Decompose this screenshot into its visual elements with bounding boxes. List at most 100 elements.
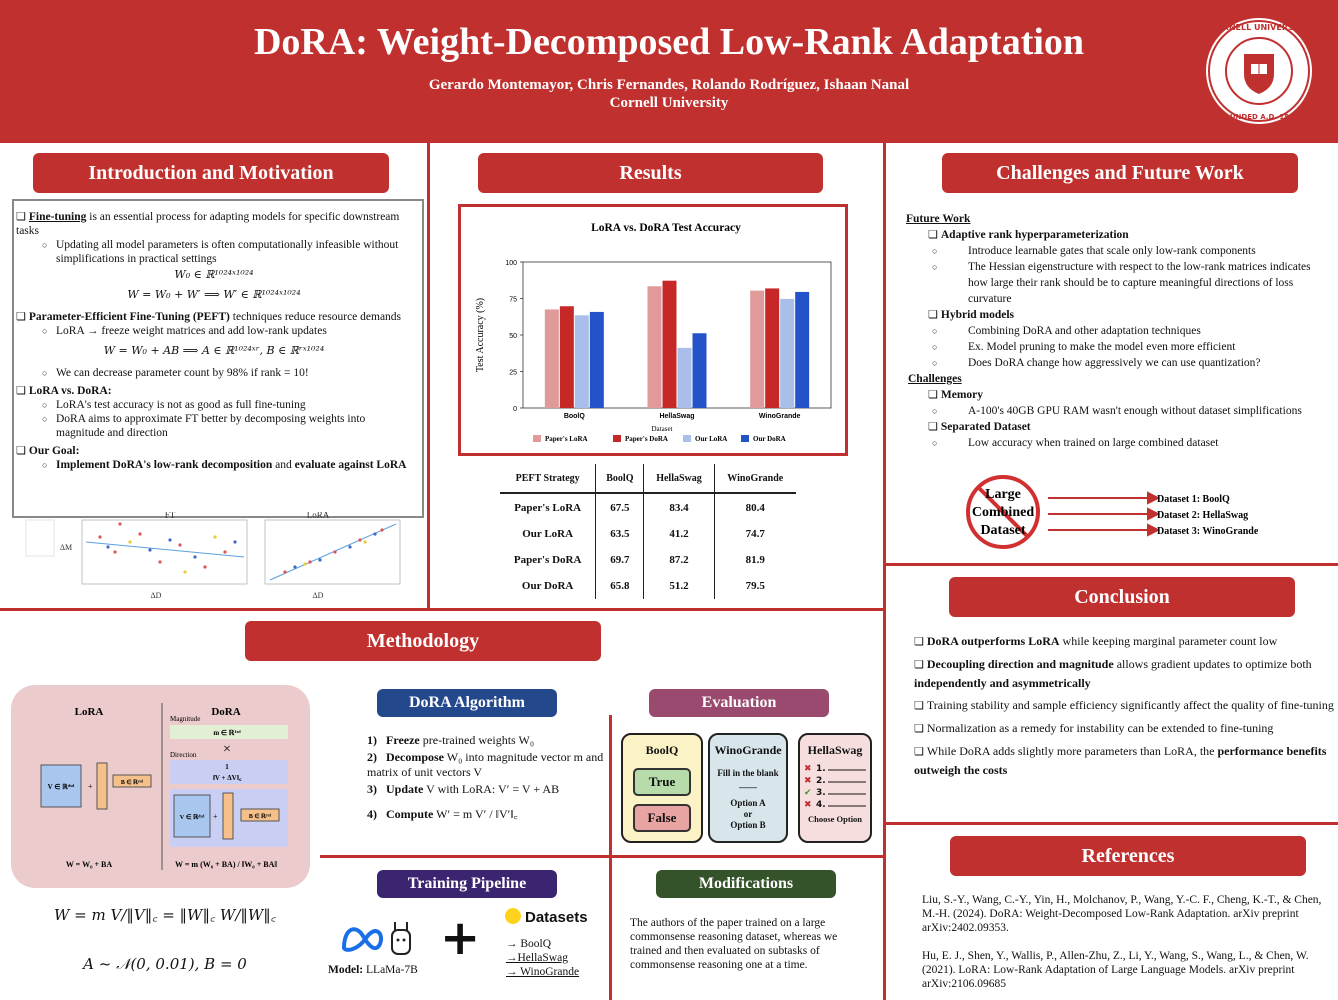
svg-text:1.: 1.: [816, 764, 826, 774]
item1: Adaptive rank hyperparameterization: [940, 229, 1129, 241]
mini-xlabel-ft: ΔD: [151, 591, 162, 600]
item4: Separated Dataset: [940, 421, 1031, 433]
model-label: Model:: [328, 964, 364, 976]
item3-s1: A-100's 40GB GPU RAM wasn't enough witho…: [968, 405, 1302, 417]
chart-y-axis-label: Test Accuracy (%): [475, 298, 486, 372]
conclusion-heading: Conclusion: [949, 577, 1295, 617]
legend-swatch: [741, 435, 749, 442]
table-cell: 69.7: [595, 547, 644, 574]
pipeline-datasets: → BoolQ →HellaSwag → WinoGrande: [506, 937, 579, 979]
cornell-seal-icon: CORNELL UNIVERSITY FOUNDED A.D. 1865: [1206, 18, 1312, 124]
modifications-heading: Modifications: [656, 870, 836, 898]
choose-option: Choose Option: [807, 814, 863, 824]
hella-title: HellaSwag: [807, 743, 863, 757]
meta-llama-logo-icon: [341, 922, 411, 955]
table-cell: 83.4: [643, 493, 715, 522]
table-cell: 65.8: [595, 573, 644, 599]
references-text: Liu, S.-Y., Wang, C.-Y., Yin, H., Molcha…: [922, 893, 1322, 991]
item2-s2: Ex. Model pruning to make the model even…: [968, 341, 1236, 353]
item2-s1: Combining DoRA and other adaptation tech…: [968, 325, 1201, 337]
algo3-bold: Update: [386, 782, 424, 796]
item1-s1: Introduce learnable gates that scale onl…: [968, 245, 1256, 257]
model-caption: Model: LLaMa-7B: [328, 963, 418, 977]
formula-1: W = m V/‖V‖꜀ = ‖W‖꜀ W/‖W‖꜀: [54, 906, 276, 924]
table-cell: 74.7: [713, 521, 796, 548]
table-cell: 80.4: [713, 493, 796, 522]
y-tick-label: 100: [505, 260, 517, 267]
references-heading: References: [950, 836, 1306, 876]
or-text: or: [743, 809, 753, 819]
reduce-sub: We can decrease parameter count by 98% i…: [16, 366, 412, 380]
dora-v-matrix: V ∈ ℝᵈˣᵈ: [180, 813, 206, 821]
poster-title: DoRA: Weight-Decomposed Low-Rank Adaptat…: [253, 21, 1085, 63]
modifications-text: The authors of the paper trained on a la…: [630, 917, 838, 971]
algo4-rest: W′ = m V′ / ‖V′‖꜀: [433, 807, 518, 821]
lora-b-matrix: B ∈ ℝʳˣᵈ: [121, 779, 143, 786]
model-name: LLaMa-7B: [363, 964, 418, 976]
winogrande-card: WinoGrande Fill in the blank ____ Option…: [708, 733, 788, 843]
table-cell: Our DoRA: [521, 580, 574, 592]
mini-ylabel: ΔM: [60, 543, 72, 552]
algo3-rest: V with LoRA: V′ = V + AB: [423, 782, 560, 796]
bar: [662, 280, 677, 408]
lora-dora-diagram-svg: LoRA DoRA Magnitude m ∈ ℝ¹ˣᵈ × Direction…: [40, 703, 288, 870]
mini-lora-label: LoRA: [307, 512, 330, 520]
ft-bold: Fine-tuning: [28, 211, 87, 223]
item1-s2: The Hessian eigenstructure with respect …: [968, 261, 1311, 305]
challenges-text: Future Work Adaptive rank hyperparameter…: [906, 211, 1326, 451]
table-cell: Paper's DoRA: [513, 554, 582, 567]
svg-text:4.: 4.: [816, 800, 826, 810]
conclusion-text: DoRA outperforms LoRA while keeping marg…: [914, 632, 1334, 779]
divider: [0, 140, 1338, 143]
divider: [320, 855, 886, 858]
lora-equation: W = W₀ + BA: [66, 860, 113, 869]
divider: [886, 822, 1338, 825]
svg-text:2.: 2.: [816, 776, 826, 786]
wino-fill: Fill in the blank ____: [717, 768, 779, 789]
c5-bold: performance benefits outweigh the costs: [914, 744, 1327, 777]
bar: [574, 315, 589, 408]
legend-swatch: [683, 435, 691, 442]
algo1-bold: Freeze: [386, 733, 420, 747]
intro-text: Fine-tuning is an essential process for …: [16, 210, 412, 472]
y-tick-label: 0: [513, 406, 517, 413]
chart-title: LoRA vs. DoRA Test Accuracy: [591, 222, 741, 234]
magnitude-label: Magnitude: [170, 715, 200, 723]
item2-s3: Does DoRA change how aggressively we can…: [968, 357, 1261, 369]
mini-ft-label: FT: [165, 512, 176, 520]
bar: [780, 298, 795, 408]
bar: [559, 306, 574, 408]
false-option: False: [633, 804, 691, 832]
lora-sub: LoRA → freeze weight matrices and add lo…: [16, 324, 412, 338]
ft-lora-scatter-plots: FT LoRA ΔM ΔD ΔD: [25, 512, 401, 600]
bar: [795, 291, 810, 408]
table-header-cell: WinoGrande: [713, 464, 796, 493]
algo2-bold: Decompose: [386, 750, 444, 764]
x-tick-label: BoolQ: [564, 413, 586, 420]
table-cell: 41.2: [643, 521, 715, 548]
legend-label: Our DoRA: [753, 435, 786, 443]
divider: [427, 140, 430, 610]
divider: [609, 715, 612, 1000]
poster-header: DoRA: Weight-Decomposed Low-Rank Adaptat…: [0, 0, 1338, 140]
y-tick-label: 75: [509, 297, 517, 304]
c1-bold: DoRA outperforms LoRA: [926, 634, 1060, 648]
direction-label: Direction: [170, 751, 197, 759]
peft-rest: techniques reduce resource demands: [229, 311, 402, 323]
divider: [886, 563, 1338, 566]
hf-emoji-icon: [505, 908, 521, 924]
table-cell: 63.5: [595, 521, 644, 548]
boolq-card: BoolQ True False: [621, 733, 703, 843]
table-cell: Paper's LoRA: [514, 501, 582, 514]
table-cell: 87.2: [643, 547, 715, 574]
formula-2: A ~ 𝒩(0, 0.01), B = 0: [83, 955, 247, 973]
x-tick-label: HellaSwag: [659, 413, 694, 420]
affiliation: Cornell University: [609, 95, 729, 111]
bar: [765, 288, 780, 408]
intro-box: [12, 199, 424, 518]
legend-label: Paper's DoRA: [625, 435, 668, 443]
svg-text:✖: ✖: [804, 800, 812, 810]
legend-swatch: [533, 435, 541, 442]
